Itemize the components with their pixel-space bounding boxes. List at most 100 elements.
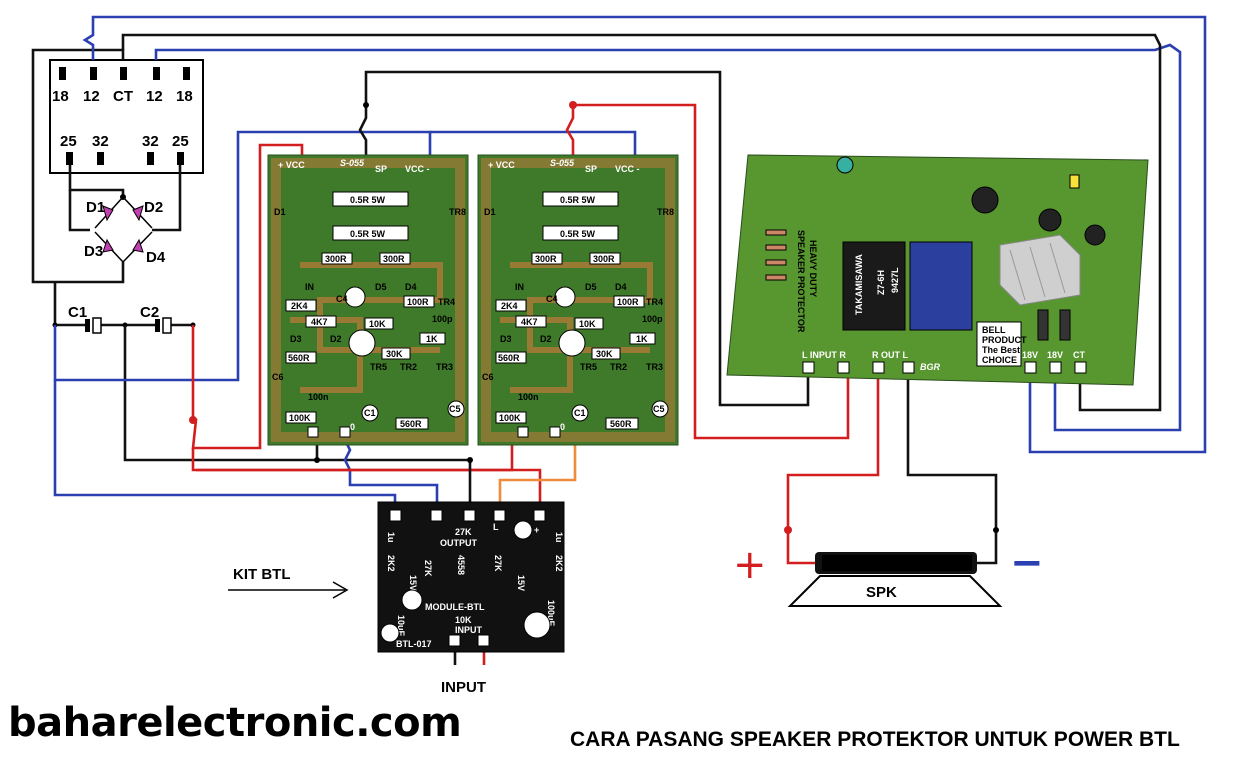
- amp-board-right: + VCC S-055 SP VCC - 0.5R 5W 0.5R 5W 300…: [477, 154, 679, 446]
- right-res-05r-b: 0.5R 5W: [560, 229, 596, 239]
- left-res-1k: 1K: [426, 334, 438, 344]
- diode-d3: D3: [84, 243, 103, 260]
- right-vcc-minus: VCC -: [615, 164, 640, 174]
- left-tr8: D1: [274, 207, 286, 217]
- left-vcc-minus: VCC -: [405, 164, 430, 174]
- left-cap-c6: C6: [272, 372, 284, 382]
- btl-res-10k: 10K: [455, 615, 472, 625]
- right-tr8: D1: [484, 207, 496, 217]
- left-tr7: TR8: [449, 207, 466, 217]
- left-tr1: TR2: [400, 362, 417, 372]
- btl-title: MODULE-BTL: [425, 602, 485, 612]
- diagram-caption: CARA PASANG SPEAKER PROTEKTOR UNTUK POWE…: [570, 728, 1180, 751]
- right-res-30k: 30K: [596, 349, 613, 359]
- right-d2: D3: [500, 334, 512, 344]
- right-tr7: TR8: [657, 207, 674, 217]
- btl-cap-1u-left: 1u: [386, 532, 396, 543]
- protector-18v-a: 18V: [1022, 350, 1038, 360]
- left-res-10k: 10K: [369, 319, 386, 329]
- diode-d2: D2: [144, 199, 163, 216]
- speaker: SPK + −: [733, 540, 1044, 607]
- tap-18-left: 18: [52, 88, 69, 105]
- left-res-300r-a: 300R: [325, 254, 347, 264]
- left-res-300r-b: 300R: [383, 254, 405, 264]
- right-res-100k: 100K: [499, 413, 521, 423]
- protector-ct: CT: [1073, 350, 1085, 360]
- right-cap-c5: C5: [653, 404, 665, 414]
- btl-res-2k2-right: 2K2: [554, 555, 564, 572]
- cap-c2: C2: [140, 304, 159, 321]
- left-tr2: TR3: [436, 362, 453, 372]
- left-cap-100p: 100p: [432, 314, 453, 324]
- left-cap-100n: 100n: [308, 392, 329, 402]
- tap-32-left: 32: [92, 133, 109, 150]
- left-d1: D2: [330, 334, 342, 344]
- bell-choice: CHOICE: [982, 355, 1017, 365]
- left-tr3: TR4: [438, 297, 455, 307]
- tap-32-right: 32: [142, 133, 159, 150]
- protector-18v-b: 18V: [1047, 350, 1063, 360]
- protector-brand-bgr: BGR: [920, 362, 941, 372]
- btl-res-27k-left: 27K: [423, 560, 433, 577]
- protector-heading-2: SPEAKER PROTECTOR: [796, 230, 806, 333]
- tap-12-right: 12: [146, 88, 163, 105]
- left-cap-c2: C1: [364, 408, 376, 418]
- cap-c1: C1: [68, 304, 87, 321]
- right-tr2: TR3: [646, 362, 663, 372]
- left-cap-c4: C4: [336, 294, 348, 304]
- site-title: baharelectronic.com: [8, 700, 462, 746]
- left-res-560r: 560R: [288, 353, 310, 363]
- right-d1: D2: [540, 334, 552, 344]
- left-vcc-plus: + VCC: [278, 160, 305, 170]
- tap-ct: CT: [113, 88, 133, 105]
- right-in-pin: 0: [560, 422, 565, 432]
- btl-ic-4558: 4558: [456, 555, 466, 575]
- left-d4: D5: [375, 282, 387, 292]
- right-res-1k: 1K: [636, 334, 648, 344]
- speaker-plus-sign: +: [733, 542, 767, 588]
- right-res-300r-b: 300R: [593, 254, 615, 264]
- btl-res-27k-top: 27K: [455, 527, 472, 537]
- btl-cap-10uf: 10uF: [396, 615, 406, 637]
- transformer: 18 12 CT 12 18 25 32 32 25: [49, 59, 204, 174]
- right-tr1: TR2: [610, 362, 627, 372]
- btl-cap-100uf: 100uF: [546, 600, 556, 627]
- speaker-label: SPK: [866, 584, 897, 601]
- btl-res-2k2-left: 2K2: [386, 555, 396, 572]
- btl-module: L + 27K OUTPUT 4558 27K 27K MODULE-BTL 1…: [377, 501, 565, 653]
- input-label: INPUT: [441, 679, 486, 696]
- right-res-10k: 10K: [579, 319, 596, 329]
- bridge-rectifier: D1 D2 D3 D4: [31, 48, 182, 284]
- left-cap-c5: C5: [449, 404, 461, 414]
- right-cap-100n: 100n: [518, 392, 539, 402]
- tap-25-left: 25: [60, 133, 77, 150]
- bell-product: PRODUCT: [982, 335, 1027, 345]
- btl-res-27k-right: 27K: [493, 555, 503, 572]
- right-cap-100p: 100p: [642, 314, 663, 324]
- left-res-05r-b: 0.5R 5W: [350, 229, 386, 239]
- kit-btl-label: KIT BTL: [233, 566, 291, 583]
- btl-output-label: OUTPUT: [440, 538, 478, 548]
- left-in-pin: 0: [350, 422, 355, 432]
- right-res-4k7: 4K7: [521, 317, 538, 327]
- left-res-2k4: 2K4: [291, 301, 308, 311]
- speaker-minus-sign: −: [1010, 540, 1044, 586]
- amp-board-left: + VCC S-055 SP VCC - 0.5R 5W 0.5R 5W 300…: [267, 154, 469, 446]
- right-res-300r-a: 300R: [535, 254, 557, 264]
- relay-brand: TAKAMISAWA: [854, 254, 864, 315]
- diode-d4: D4: [146, 249, 166, 266]
- right-cap-c2: C1: [574, 408, 586, 418]
- tap-25-right: 25: [172, 133, 189, 150]
- protector-output-label: R OUT L: [872, 350, 908, 360]
- right-sp-label: SP: [585, 164, 597, 174]
- right-d4: D5: [585, 282, 597, 292]
- bell-brand: BELL: [982, 325, 1006, 335]
- left-res-05r-a: 0.5R 5W: [350, 195, 386, 205]
- btl-pin-l: L: [493, 522, 499, 532]
- left-d5: IN: [305, 282, 314, 292]
- relay-model: Z7-6H: [876, 270, 886, 295]
- left-d2: D3: [290, 334, 302, 344]
- right-vcc-plus: + VCC: [488, 160, 515, 170]
- left-res-100k: 100K: [289, 413, 311, 423]
